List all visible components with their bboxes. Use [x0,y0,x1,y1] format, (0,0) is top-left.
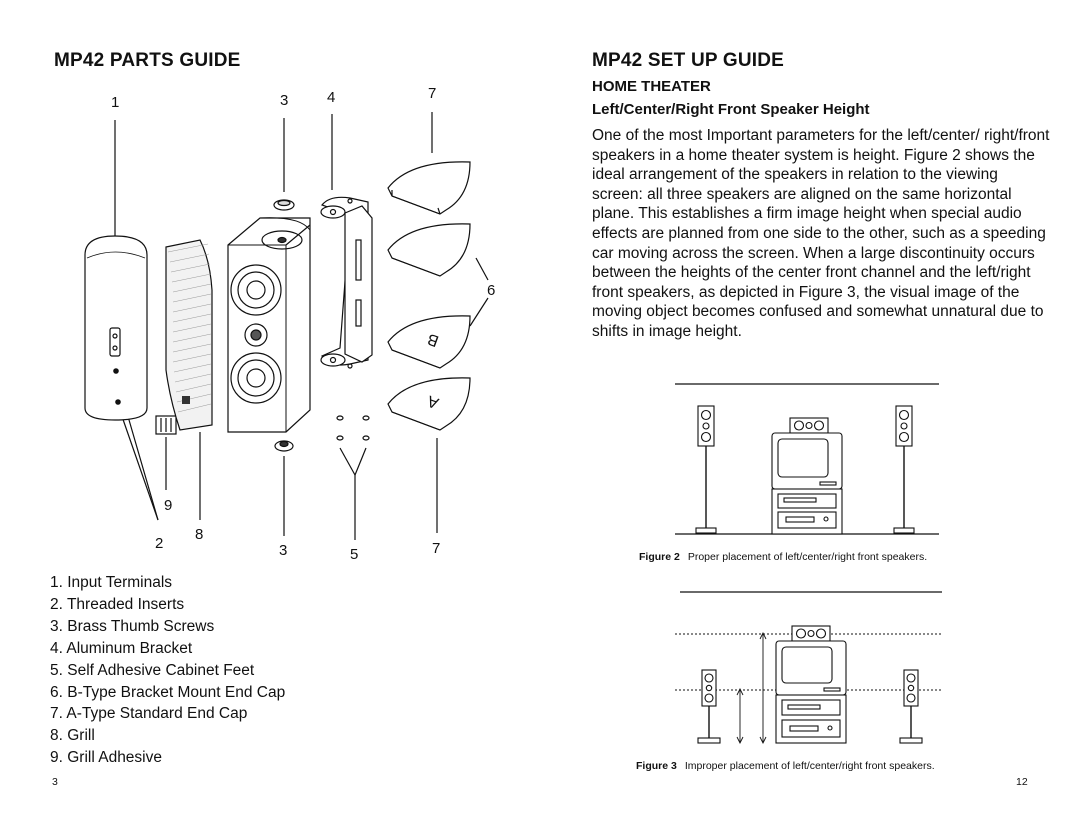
callout-1: 1 [111,94,120,111]
callout-2: 2 [155,535,164,552]
parts-list-item: 1. Input Terminals [50,574,173,591]
parts-exploded-illustration [84,112,489,540]
figure-2-illustration [675,383,939,535]
figure-3-caption-text: Improper placement of left/center/right … [684,760,935,772]
body-text: One of the most Important parameters for… [592,126,1052,342]
parts-list-item: 5. Self Adhesive Cabinet Feet [50,661,255,679]
page-number-right: 12 [1016,776,1028,788]
figure-2-caption: Figure 2 Proper placement of left/center/… [639,551,927,563]
callout-6: 6 [487,282,496,299]
parts-list-item: 2. Threaded Inserts [50,595,185,613]
setup-guide-title: MP42 SET UP GUIDE [592,50,785,71]
callout-4: 4 [327,89,336,106]
page-number-left: 3 [52,776,58,788]
parts-list-item: 4. Aluminum Bracket [50,639,193,657]
callout-7-bottom: 7 [432,540,441,557]
callout-5: 5 [350,546,359,563]
figure-2-label: Figure 2 [639,551,680,563]
callout-8: 8 [195,526,204,543]
callout-3-bottom: 3 [279,542,288,559]
figure-3-illustration [675,591,942,745]
parts-list-item: 7. A-Type Standard End Cap [50,705,248,723]
subsection-heading: Left/Center/Right Front Speaker Height [592,101,870,118]
parts-list-item: 6. B-Type Bracket Mount End Cap [50,683,286,701]
figure-2-caption-text: Proper placement of left/center/right fr… [687,551,928,563]
callout-9: 9 [164,497,173,514]
parts-list-item: 9. Grill Adhesive [50,749,162,767]
callout-3-top: 3 [280,92,289,109]
section-heading: HOME THEATER [592,78,711,95]
figure-3-label: Figure 3 [636,760,677,772]
figure-3-caption: Figure 3 Improper placement of left/cente… [636,760,935,772]
parts-guide-title: MP42 PARTS GUIDE [54,50,241,71]
body-paragraph: One of the most Important parameters for… [592,127,1050,340]
parts-list: 1. Input Terminals 2. Threaded Inserts 3… [50,572,285,769]
callout-7-top: 7 [428,85,437,102]
parts-list-item: 8. Grill [50,727,95,745]
parts-list-item: 3. Brass Thumb Screws [50,617,215,635]
